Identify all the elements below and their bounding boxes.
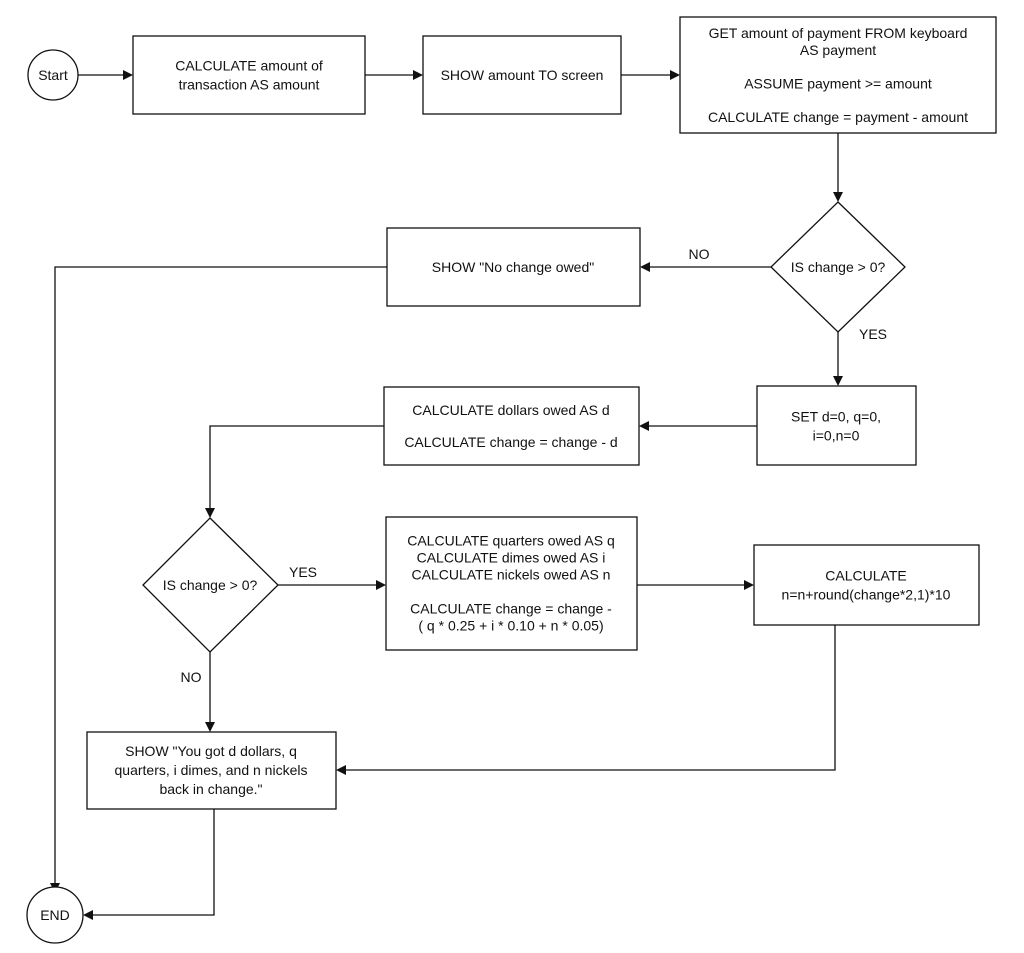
node-label: CALCULATE amount of transaction AS amount: [175, 58, 323, 93]
node-label-line: CALCULATE change = change -: [410, 601, 612, 617]
start-node: Start: [27, 49, 79, 101]
arrowhead: [833, 192, 843, 202]
show-result-box: SHOW "You got d dollars, q quarters, i di…: [86, 731, 337, 810]
decision-change-positive-1: IS change > 0?: [770, 201, 906, 333]
edge-label-decision2-yes: YES: [289, 564, 317, 580]
node-label-line: Start: [38, 67, 68, 83]
node-label-line: CALCULATE dollars owed AS d: [412, 402, 609, 418]
edge-show-result-to-end: [92, 809, 215, 916]
arrowhead: [205, 722, 215, 732]
end-node: END: [26, 886, 84, 944]
arrowhead: [670, 70, 680, 80]
node-label-line: CALCULATE change = change - d: [404, 434, 617, 450]
arrowhead: [833, 376, 843, 386]
node-label-line: IS change > 0?: [791, 259, 886, 275]
node-label-line: CALCULATE dimes owed AS i: [417, 550, 606, 566]
node-label-line: CALCULATE amount of: [175, 58, 323, 74]
set-vars-box: SET d=0, q=0, i=0,n=0: [756, 385, 917, 466]
arrowhead: [123, 70, 133, 80]
node-label-line: SHOW "You got d dollars, q: [125, 743, 297, 759]
node-label: CALCULATE n=n+round(change*2,1)*10: [782, 568, 951, 603]
calc-dollars-box: CALCULATE dollars owed AS d CALCULATE cha…: [383, 386, 640, 466]
node-label-line: CALCULATE nickels owed AS n: [412, 567, 611, 583]
node-label-line: GET amount of payment FROM keyboard: [709, 25, 968, 41]
node-label: SHOW "No change owed": [432, 259, 594, 275]
node-label: SHOW amount TO screen: [441, 67, 604, 83]
node-label-line: back in change.": [159, 781, 262, 797]
arrowhead: [413, 70, 423, 80]
node-label-line: ( q * 0.25 + i * 0.10 + n * 0.05): [418, 618, 603, 634]
edge-label-decision1-yes: YES: [859, 326, 887, 342]
node-label: SET d=0, q=0, i=0,n=0: [791, 409, 881, 444]
node-label-line: CALCULATE: [825, 568, 906, 584]
node-label: END: [40, 907, 70, 923]
show-no-change-box: SHOW "No change owed": [386, 227, 641, 307]
edge-no-change-to-end: [54, 266, 387, 884]
node-label-line: ASSUME payment >= amount: [744, 75, 932, 91]
node-label-line: SHOW amount TO screen: [441, 67, 604, 83]
arrowhead: [205, 508, 215, 518]
node-label-line: i=0,n=0: [813, 428, 860, 444]
node-label: IS change > 0?: [791, 259, 886, 275]
node-label: IS change > 0?: [163, 577, 258, 593]
node-label: Start: [38, 67, 68, 83]
node-label: SHOW "You got d dollars, q quarters, i di…: [115, 743, 308, 797]
node-label-line: CALCULATE quarters owed AS q: [407, 533, 615, 549]
node-label-line: transaction AS amount: [179, 77, 320, 93]
calc-amount-box: CALCULATE amount of transaction AS amount: [132, 35, 366, 115]
node-label-line: n=n+round(change*2,1)*10: [782, 587, 951, 603]
arrowhead: [336, 765, 346, 775]
node-label-line: END: [40, 907, 70, 923]
arrowhead: [639, 421, 649, 431]
arrowhead: [376, 580, 386, 590]
node-label-line: quarters, i dimes, and n nickels: [115, 762, 308, 778]
connectors: [50, 70, 843, 920]
node-label-line: CALCULATE change = payment - amount: [708, 109, 968, 125]
edge-label-decision1-no: NO: [689, 246, 710, 262]
arrowhead: [744, 580, 754, 590]
show-amount-box: SHOW amount TO screen: [422, 35, 622, 115]
edge-calc-n-to-show-result: [345, 625, 836, 771]
node-label-line: SHOW "No change owed": [432, 259, 594, 275]
decision-change-positive-2: IS change > 0?: [142, 517, 279, 653]
edge-label-decision2-no: NO: [181, 669, 202, 685]
node-label-line: IS change > 0?: [163, 577, 258, 593]
arrowhead: [83, 910, 93, 920]
node-label: CALCULATE dollars owed AS d CALCULATE cha…: [404, 402, 617, 450]
node-label-line: SET d=0, q=0,: [791, 409, 881, 425]
edge-calc-dollars-to-decision2: [209, 425, 384, 509]
node-label-line: AS payment: [800, 42, 876, 58]
arrowhead: [640, 262, 650, 272]
calc-n-box: CALCULATE n=n+round(change*2,1)*10: [753, 544, 980, 626]
